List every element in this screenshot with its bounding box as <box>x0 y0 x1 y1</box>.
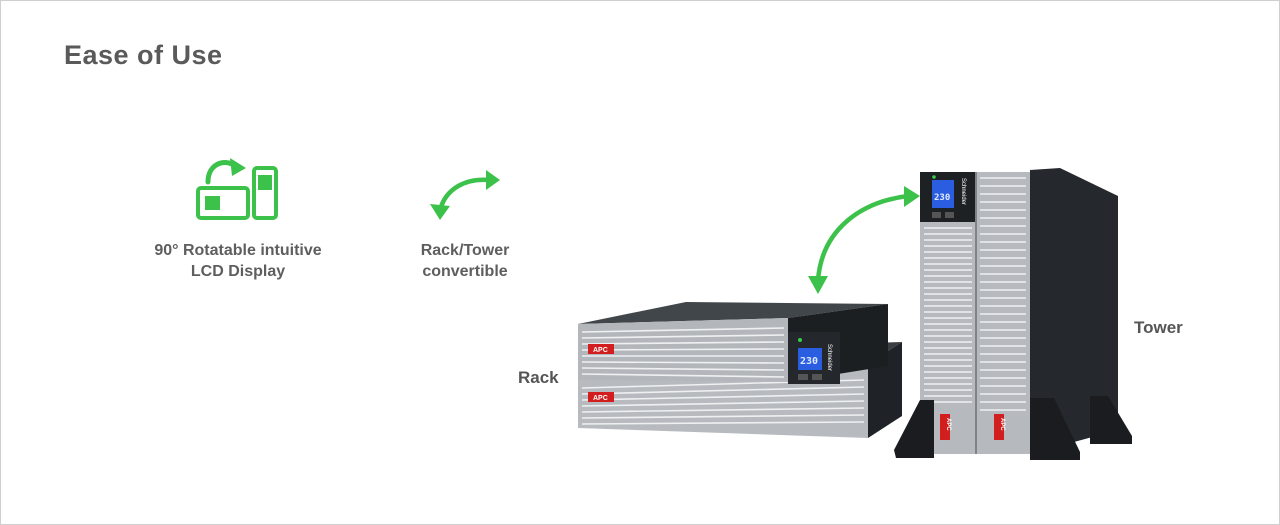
lcd-readout-rack: 230 <box>800 356 818 367</box>
lcd-readout-tower: 230 <box>934 193 950 203</box>
rotate-display-icon <box>196 158 278 220</box>
rack-label: Rack <box>518 368 559 387</box>
tower-label: Tower <box>1134 318 1183 337</box>
page-title: Ease of Use <box>64 40 223 70</box>
rack-ups-image: APC APC 230 Schneider <box>578 302 902 438</box>
feature-label-convertible: Rack/Tower convertible <box>420 242 510 280</box>
vendor-logo-rack: Schneider <box>826 344 832 371</box>
brand-logo-upper: APC <box>593 347 608 354</box>
vendor-logo-tower: Schneider <box>960 178 966 205</box>
brand-logo-tower-right: APC <box>999 418 1005 431</box>
rack-unit-upper: APC 230 Schneider <box>578 302 888 384</box>
brand-logo-tower-left: APC <box>945 418 951 431</box>
brand-logo-lower: APC <box>593 395 608 402</box>
tower-ups-image: 230 Schneider <box>894 168 1132 460</box>
rack-tower-arrow-icon <box>808 186 920 294</box>
convert-arrows-icon <box>430 170 500 220</box>
feature-label-rotatable: 90° Rotatable intuitive LCD Display <box>154 242 322 280</box>
